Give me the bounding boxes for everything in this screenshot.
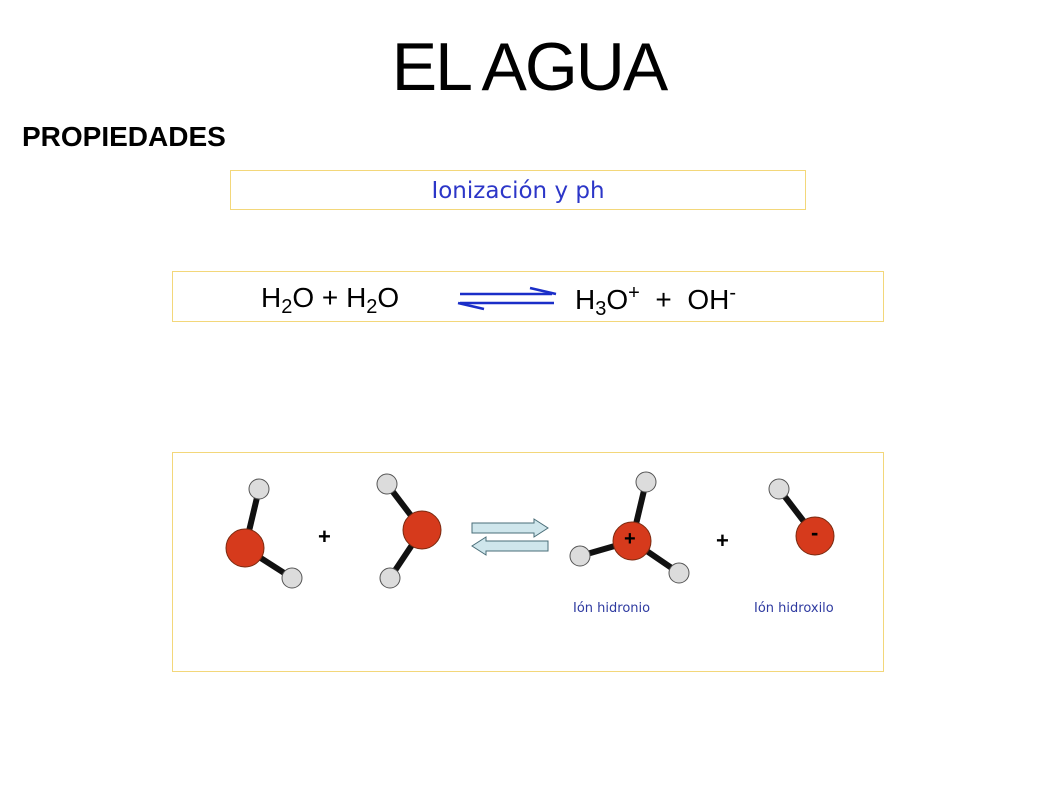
equation-products: H3O+ + OH-: [575, 282, 736, 321]
equation-box: H2O + H2O H3O+ + OH-: [172, 271, 884, 322]
h2o-2-h: H: [346, 282, 367, 313]
ionization-title: Ionización y ph: [431, 178, 605, 204]
water-molecule-1-icon: [225, 478, 303, 589]
h2o-1-o: O: [292, 282, 315, 313]
h2o-2-subscript: 2: [366, 296, 378, 318]
slide-subtitle: PROPIEDADES: [22, 121, 226, 152]
oh-main: OH: [687, 284, 730, 315]
molecule-plus-left: +: [318, 524, 331, 549]
h2o-2-o: O: [377, 282, 400, 313]
hydroxide-charge: -: [811, 520, 819, 545]
water-molecule-2-icon: [376, 473, 442, 589]
equation-plus-2: +: [655, 284, 672, 315]
h2o-1-subscript: 2: [281, 296, 293, 318]
molecule-plus-right: +: [716, 528, 729, 553]
oh-charge: -: [729, 282, 736, 304]
hydronium-charge: +: [624, 528, 636, 550]
equilibrium-arrow-icon: [457, 286, 557, 311]
ionization-title-box: Ionización y ph: [230, 170, 806, 210]
slide-title: EL AGUA: [391, 29, 669, 105]
h3o-h: H: [575, 284, 596, 315]
hydronium-ion-icon: [569, 471, 690, 584]
molecule-box: [172, 452, 884, 672]
hydroxide-label: Ión hidroxilo: [754, 601, 834, 616]
hydroxide-ion-icon: [768, 478, 835, 556]
h3o-subscript: 3: [595, 298, 607, 320]
hollow-equilibrium-arrow-icon: [471, 518, 549, 556]
equation-reactants: H2O + H2O: [261, 282, 399, 319]
h3o-charge: +: [628, 282, 640, 304]
equation-plus-1: +: [321, 282, 339, 313]
h2o-1-h: H: [261, 282, 282, 313]
hydronium-label: Ión hidronio: [573, 601, 651, 616]
h3o-o: O: [606, 284, 629, 315]
